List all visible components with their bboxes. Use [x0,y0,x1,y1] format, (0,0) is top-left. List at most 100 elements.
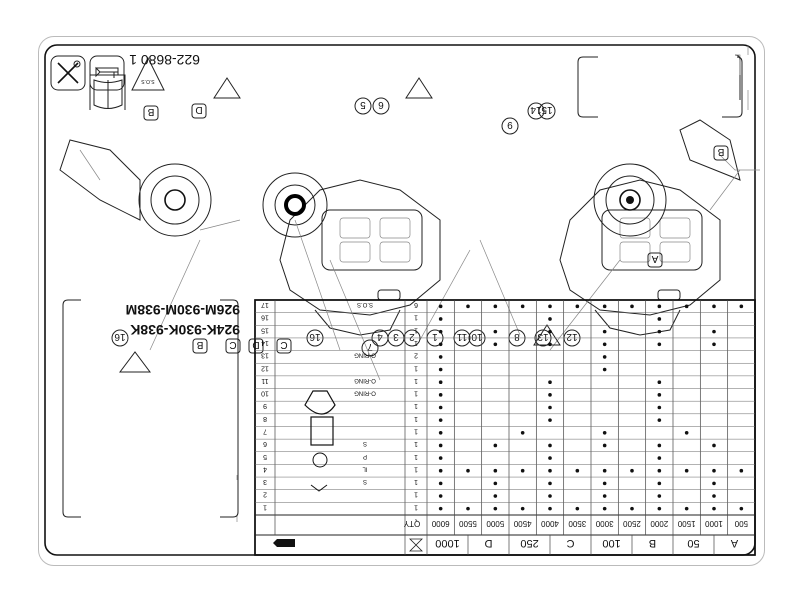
maintenance-dot [657,494,662,498]
maintenance-dot [548,405,552,410]
hour-header: 3500 [568,519,586,528]
row-qty: 1 [414,453,418,460]
maintenance-dot [493,506,498,511]
svg-text:5: 5 [360,99,366,110]
row-qty: 1 [414,491,418,498]
row-qty: 1 [414,326,418,333]
maintenance-dot [739,506,744,511]
row-qty: 1 [414,465,418,472]
maintenance-dot [493,494,498,498]
maintenance-dot [520,506,525,511]
hour-header: 5000 [486,519,504,528]
maintenance-dot [548,329,552,334]
maintenance-dot [630,468,634,473]
svg-text:10: 10 [471,331,483,342]
maintenance-dot [712,506,716,511]
svg-text:B: B [147,106,154,117]
row-label: O-RING [354,377,376,383]
maintenance-dot [602,304,607,309]
maintenance-dot [602,367,607,372]
hour-header: 3000 [595,519,613,528]
maintenance-dot [493,342,498,347]
maintenance-dot [630,506,634,511]
hour-header: 6000 [431,519,449,528]
row-number: 13 [261,352,269,359]
svg-text:9: 9 [507,119,513,130]
row-label: S.O.S [357,301,373,307]
maintenance-dot [493,481,498,486]
svg-text:11: 11 [456,331,467,342]
interval-letter-header: C [566,537,574,549]
maintenance-dot [466,468,470,473]
maintenance-dot [438,304,443,309]
maintenance-dot [712,481,716,486]
maintenance-dot [657,329,662,334]
maintenance-dot [548,481,552,486]
maintenance-dot [657,393,662,397]
row-label: P [363,453,367,459]
row-qty: 1 [414,377,418,384]
row-number: 16 [261,314,269,321]
maintenance-dot [602,329,607,334]
row-number: 11 [261,377,268,384]
row-number: 14 [261,339,269,346]
svg-text:B: B [717,146,724,157]
maintenance-dot [739,468,744,473]
svg-text:7: 7 [367,341,373,352]
svg-text:C: C [280,339,287,350]
maintenance-dot [548,304,552,309]
gear-icon [312,452,328,468]
maintenance-dot [493,329,498,334]
maintenance-dot [466,506,470,511]
row-qty: 2 [414,352,418,359]
maintenance-dot [520,430,525,435]
maintenance-dot [684,430,689,435]
table-grid [254,299,756,556]
maintenance-dot [438,506,443,511]
maintenance-dot [493,468,498,473]
maintenance-dot [493,443,498,448]
grease-gun-icon [89,55,125,91]
maintenance-dot [657,443,662,448]
row-number: 15 [261,326,269,333]
maintenance-dot [548,456,552,460]
row-number: 4 [263,465,267,472]
maintenance-dot [548,342,552,347]
row-label: S [363,440,367,446]
maintenance-dot [438,329,443,334]
model-line-2: 926M-930M-938M [126,302,240,318]
maintenance-dot [438,468,443,473]
maintenance-dot [548,418,552,422]
maintenance-dot [602,481,607,486]
row-qty: 1 [414,390,418,397]
maintenance-dot [712,494,716,498]
svg-text:D: D [252,339,259,350]
maintenance-dot [657,506,662,511]
svg-text:D: D [195,104,202,115]
row-qty: 1 [414,339,418,346]
qty-header: QTY [403,519,420,528]
engine-icon [304,390,336,415]
svg-text:16: 16 [114,331,126,342]
table-cells [438,304,744,511]
maintenance-dot [548,393,552,397]
maintenance-dot [657,317,662,321]
maintenance-dot [548,317,552,321]
row-number: 8 [263,415,267,422]
interval-letter-header: A [730,537,738,549]
maintenance-dot [548,468,552,473]
hour-header: 5500 [459,519,477,528]
row-number: 1 [263,503,267,510]
hour-header: 1500 [677,519,695,528]
row-label: S [363,478,367,484]
hour-header: 4500 [513,519,531,528]
row-qty: 1 [414,415,418,422]
svg-text:S.O.S: S.O.S [141,78,155,84]
row-qty: 1 [414,503,418,510]
maintenance-dot [657,481,662,486]
maintenance-dot [602,430,607,435]
svg-text:A: A [651,253,658,264]
